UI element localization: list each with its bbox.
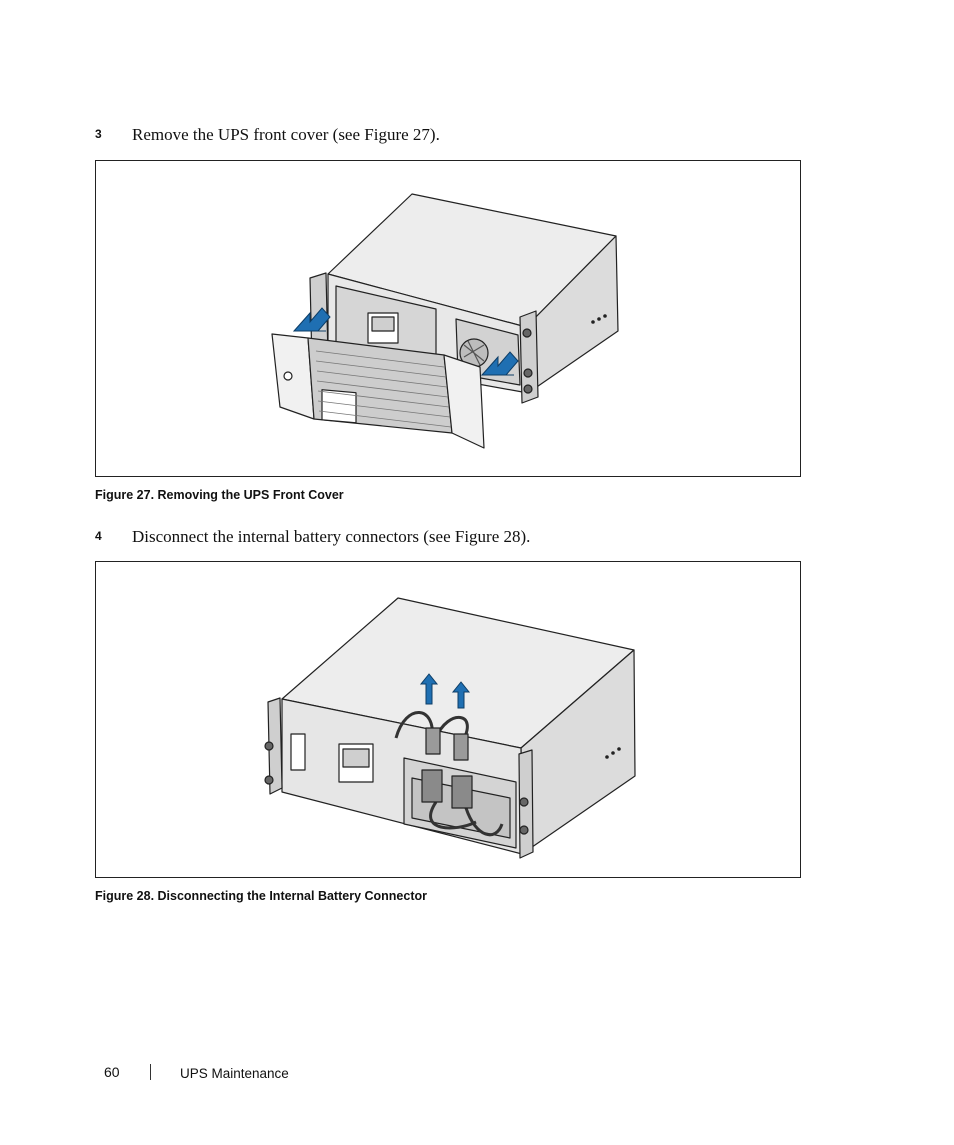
page-number: 60: [104, 1064, 120, 1080]
figure-28-frame: [95, 561, 801, 878]
step-number: 3: [95, 127, 102, 141]
step-text: Disconnect the internal battery connecto…: [132, 527, 531, 546]
footer-divider: [150, 1064, 151, 1080]
step-number: 4: [95, 529, 102, 543]
ups-battery-connector-illustration: [264, 597, 636, 859]
step-text: Remove the UPS front cover (see Figure 2…: [132, 125, 440, 144]
ups-front-cover-illustration: [271, 193, 619, 449]
figure-27-caption: Figure 27. Removing the UPS Front Cover: [95, 488, 344, 502]
footer-section-title: UPS Maintenance: [180, 1066, 289, 1081]
figure-27-frame: [95, 160, 801, 477]
figure-28-caption: Figure 28. Disconnecting the Internal Ba…: [95, 889, 428, 903]
